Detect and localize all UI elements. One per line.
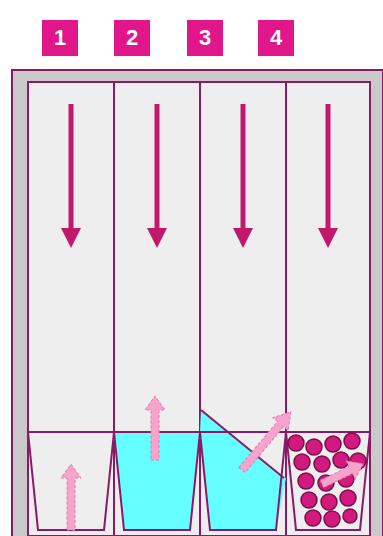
callout-number: 3 [199, 27, 211, 49]
callout-box: 2 [114, 20, 150, 56]
callout-number: 1 [54, 27, 66, 49]
callout-number: 2 [126, 27, 138, 49]
callout-box: 3 [187, 20, 223, 56]
callout-number: 4 [270, 27, 282, 49]
callout-box: 4 [258, 20, 294, 56]
callout-box: 1 [42, 20, 78, 56]
